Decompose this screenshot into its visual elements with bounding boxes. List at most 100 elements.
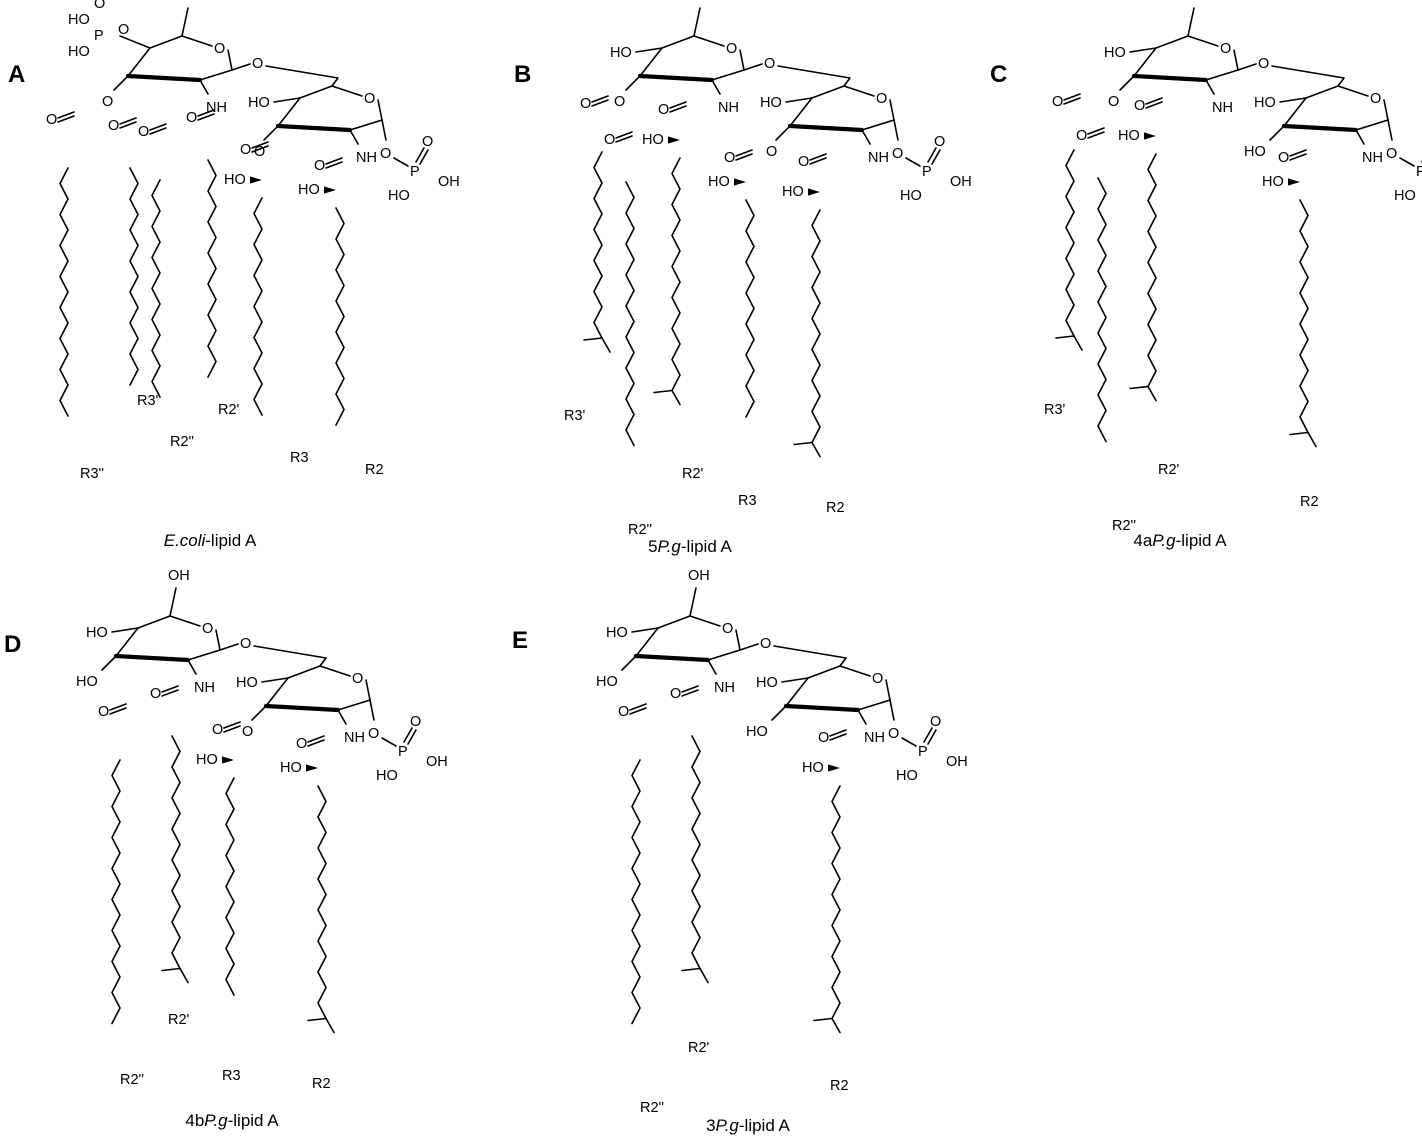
stereo-wedge [734,178,746,186]
anomeric-bond [1387,119,1393,141]
c6-link [253,645,327,667]
substituent-label: R2' [1158,462,1180,478]
amide-nh-right: NH [356,150,377,166]
phosphorus-atom: P [398,744,408,760]
left-sugar-ring-edge [707,649,741,661]
c6-link [1271,65,1345,87]
acyl-chain [593,151,603,339]
ch2oh-bond [693,7,701,37]
carbonyl-oxygen: O [150,686,161,702]
glycosidic-oxygen: O [760,636,771,652]
iso-branch [1073,335,1083,351]
chain-hydroxyl: HO [196,752,218,768]
substituent-label: R2' [168,1012,190,1028]
left-sugar-ring-edge [199,69,233,81]
substituent-label: R3 [290,450,309,466]
c4-hydroxyl-bond [631,627,659,633]
left-sugar-ring-back [181,35,213,47]
carbonyl-double-bond [223,725,241,733]
substituent-label: R2 [365,462,384,478]
carbonyl-oxygen: O [108,118,119,134]
phosphate-double-bond [407,729,417,745]
phosphate-hydroxyl: HO [68,12,90,28]
panel-caption: 4bP.g-lipid A [185,1111,279,1130]
left-sugar-ring-edge [187,649,221,661]
c3-hydroxyl-right: HO [1244,144,1266,160]
amide-nh-left: NH [714,680,735,696]
substituent-label: R2 [312,1076,331,1092]
right-sugar-ring-oxygen: O [352,671,363,687]
left-sugar-ring-back [693,35,725,47]
substituent-label: R2' [688,1040,710,1056]
left-sugar-ring-back [1133,35,1189,77]
carbonyl-oxygen: O [580,96,591,112]
carbonyl-double-bond [119,121,137,129]
right-sugar-ring-edge [857,699,891,711]
acyl-chain [59,167,69,417]
carbonyl-double-bond [1145,101,1163,109]
anomeric-bond [893,119,899,141]
panel-letter: E [512,627,528,654]
iso-branch [325,1017,335,1034]
c3-ester-oxygen: O [614,94,625,110]
carbonyl-double-bond [325,157,343,165]
left-sugar-ring-back [1187,35,1219,47]
left-sugar-ring-front [633,653,711,663]
stereo-wedge [306,764,318,772]
phosphorus-atom: P [1416,164,1422,180]
iso-branch [811,441,821,458]
caption-prefix: 4b [185,1111,204,1130]
carbonyl-double-bond [1087,127,1105,135]
right-sugar-ring-back [331,85,363,97]
glycosidic-oxygen: O [1258,56,1269,72]
carbonyl-double-bond [809,153,827,161]
acyl-chain [831,785,841,1020]
carbonyl-oxygen: O [186,110,197,126]
stereo-wedge [828,764,840,772]
right-sugar-ring-edge [1383,99,1389,121]
glycosidic-bond [219,643,239,651]
panel-letter: A [8,61,25,88]
carbonyl-oxygen: O [138,124,149,140]
iso-branch [1129,385,1149,390]
left-sugar-ring-oxygen: O [1220,41,1231,57]
c6-link [265,65,339,87]
amide-nh-left: NH [718,100,739,116]
phosphate-bond [381,737,397,747]
right-sugar-ring-back [843,85,875,97]
amide-nh-right: NH [864,730,885,746]
c3-bond [101,655,117,671]
acyl-chain [625,181,635,447]
carbonyl-oxygen: O [604,132,615,148]
substituent-label: R2 [826,500,845,516]
c3-hydroxyl-right: HO [746,724,768,740]
panel-b: BOOHHOONHOOHOONHOPOHOOHOOOOOHOHOHOR3'R2'… [514,0,972,556]
c3-ester-oxygen: O [1108,94,1119,110]
carbonyl-double-bond [109,703,127,711]
c4-hydroxyl: HO [86,625,108,641]
phosphate-ester-oxygen: O [118,22,129,38]
right-sugar-ring-edge [885,679,891,701]
acyl-chain [335,207,345,426]
phosphate-hydroxyl: OH [426,754,448,770]
glycosidic-bond [743,63,763,71]
amide-nh-right: NH [1362,150,1383,166]
stereo-wedge [668,136,680,144]
chain-hydroxyl: HO [1262,174,1284,190]
phosphate-hydroxyl: HO [1394,188,1416,204]
carbonyl-double-bond [325,161,343,169]
panel-a: AOOHHOPOHOOONHOOHOONHOPOHOOHOOOOOOHOHOR3… [8,0,460,550]
caption-suffix: -lipid A [1176,531,1228,550]
phosphate-oxo: O [422,134,433,150]
iso-branch [653,389,673,394]
carbonyl-double-bond [149,123,167,131]
carbonyl-double-bond [1289,153,1307,161]
carbonyl-oxygen: O [1052,94,1063,110]
phosphate-bond [901,737,917,747]
acyl-chain [691,735,701,970]
carbonyl-double-bond [307,735,325,743]
acyl-chain [151,179,161,398]
carbonyl-oxygen: O [724,150,735,166]
carbonyl-double-bond [1063,97,1081,105]
phosphate-bond [905,157,921,167]
